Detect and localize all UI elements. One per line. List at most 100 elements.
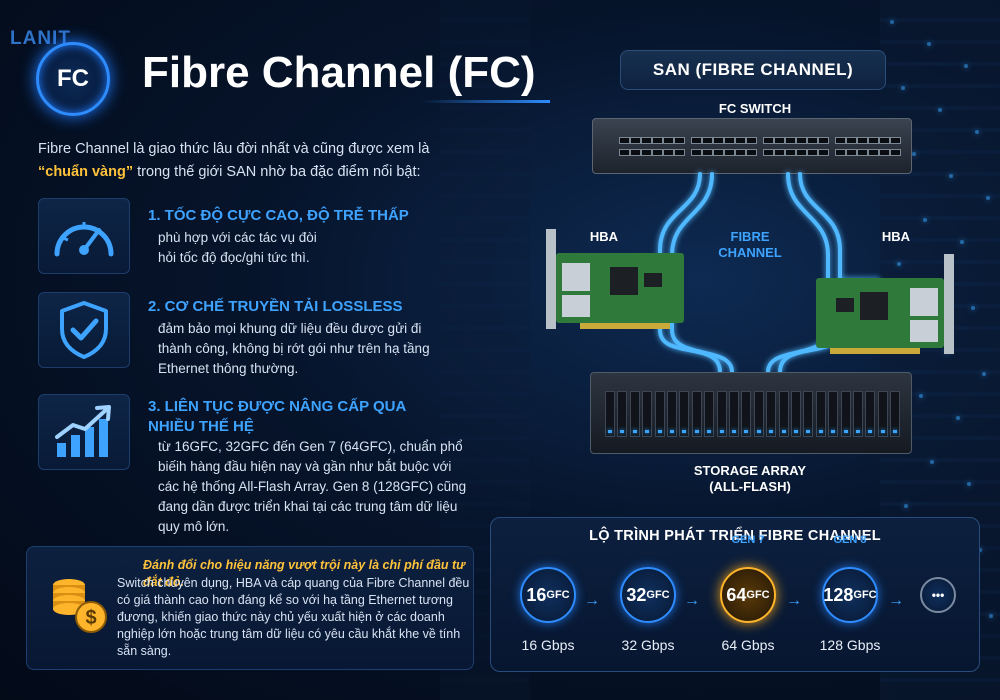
intro-highlight: “chuẩn vàng” xyxy=(38,164,134,180)
drive-bay xyxy=(716,391,727,437)
rack-light xyxy=(927,42,931,46)
speed-128: 128 Gbps xyxy=(819,637,881,653)
switch-port xyxy=(890,149,901,156)
switch-port xyxy=(724,137,735,144)
growth-chart-icon xyxy=(38,394,130,470)
drive-led xyxy=(868,430,873,433)
rack-light xyxy=(956,416,960,420)
intro-paragraph: Fibre Channel là giao thức lâu đời nhất … xyxy=(38,138,458,184)
rack-light xyxy=(930,460,934,464)
switch-port xyxy=(630,137,641,144)
drive-bay xyxy=(605,391,615,437)
drive-led xyxy=(620,430,625,433)
speed-16: 16 Gbps xyxy=(521,637,575,653)
intro-line-1: Fibre Channel là giao thức lâu đời nhất … xyxy=(38,141,430,157)
feature-1-desc: phù hợp với các tác vụ đòi hỏi tốc độ đọ… xyxy=(158,230,317,265)
node-unit: GFC xyxy=(646,589,670,601)
drive-led xyxy=(806,430,811,433)
rack-light xyxy=(986,196,990,200)
switch-port xyxy=(713,137,724,144)
fibre-channel-label-2: CHANNEL xyxy=(718,245,782,260)
cost-text: Switch chuyên dụng, HBA và cáp quang của… xyxy=(117,576,470,658)
switch-port xyxy=(735,137,746,144)
drive-led xyxy=(608,430,612,433)
drive-led xyxy=(694,430,699,433)
rack-light xyxy=(919,394,923,398)
drive-bay xyxy=(741,391,752,437)
drive-bay xyxy=(729,391,739,437)
switch-port xyxy=(818,137,829,144)
coins-dollar-icon: $ xyxy=(45,569,115,639)
rack-light xyxy=(964,64,968,68)
arrow-right-icon: → xyxy=(584,592,600,609)
drive-led xyxy=(682,430,687,433)
switch-port xyxy=(702,137,713,144)
rack-light xyxy=(978,548,982,552)
rack-light xyxy=(923,218,927,222)
switch-port xyxy=(846,149,857,156)
node-unit: GFC xyxy=(853,589,877,601)
fibre-channel-label-1: FIBRE xyxy=(730,229,770,244)
drive-bay xyxy=(667,391,677,437)
node-unit: GFC xyxy=(746,589,770,601)
switch-port xyxy=(785,149,796,156)
switch-port xyxy=(774,137,785,144)
node-num: 16 xyxy=(526,584,547,605)
switch-port xyxy=(763,149,774,156)
rack-light xyxy=(967,482,971,486)
hba-right-label: HBA xyxy=(881,229,911,244)
switch-port xyxy=(630,149,641,156)
switch-port xyxy=(619,137,630,144)
switch-port xyxy=(674,149,685,156)
switch-port xyxy=(857,149,868,156)
rack-light xyxy=(971,306,975,310)
node-num: 64 xyxy=(726,584,747,605)
drive-bay xyxy=(803,391,814,437)
hba-card-left xyxy=(546,229,684,329)
speed-64: 64 Gbps xyxy=(721,637,775,653)
drive-led xyxy=(893,430,898,433)
drive-bay xyxy=(890,391,901,437)
switch-port xyxy=(807,149,818,156)
drive-bay xyxy=(865,391,876,437)
drive-led xyxy=(707,430,712,433)
drive-bay xyxy=(778,391,789,437)
switch-port xyxy=(735,149,746,156)
drive-led xyxy=(856,430,860,433)
feature-2-desc: đảm bảo mọi khung dữ liệu đều được gửi đ… xyxy=(158,321,430,376)
drive-bay xyxy=(840,391,851,437)
switch-port xyxy=(796,137,807,144)
switch-port xyxy=(746,137,757,144)
switch-port xyxy=(835,149,846,156)
rack-light xyxy=(904,504,908,508)
switch-port xyxy=(796,149,807,156)
drive-led xyxy=(794,430,798,433)
switch-port xyxy=(641,137,652,144)
speedometer-icon xyxy=(38,198,130,274)
arrow-right-icon: → xyxy=(888,592,904,609)
drive-led xyxy=(670,430,674,433)
cost-note-box: $ Đánh đổi cho hiệu năng vượt trội này l… xyxy=(26,546,474,670)
rack-light xyxy=(901,86,905,90)
drive-bay xyxy=(642,391,653,437)
storage-label-1: STORAGE ARRAY xyxy=(693,463,807,478)
switch-port xyxy=(746,149,757,156)
drive-led xyxy=(831,430,836,433)
drive-led xyxy=(645,430,650,433)
rack-light xyxy=(890,20,894,24)
drive-bay xyxy=(791,391,801,437)
switch-port xyxy=(835,137,846,144)
hba-left-label: HBA xyxy=(589,229,619,244)
drive-led xyxy=(657,430,662,433)
switch-port xyxy=(652,137,663,144)
drive-led xyxy=(781,430,786,433)
svg-text:$: $ xyxy=(85,607,96,629)
rack-light xyxy=(938,108,942,112)
switch-port xyxy=(879,137,890,144)
switch-port xyxy=(724,149,735,156)
switch-port xyxy=(857,137,868,144)
switch-port xyxy=(868,137,879,144)
switch-port xyxy=(774,149,785,156)
